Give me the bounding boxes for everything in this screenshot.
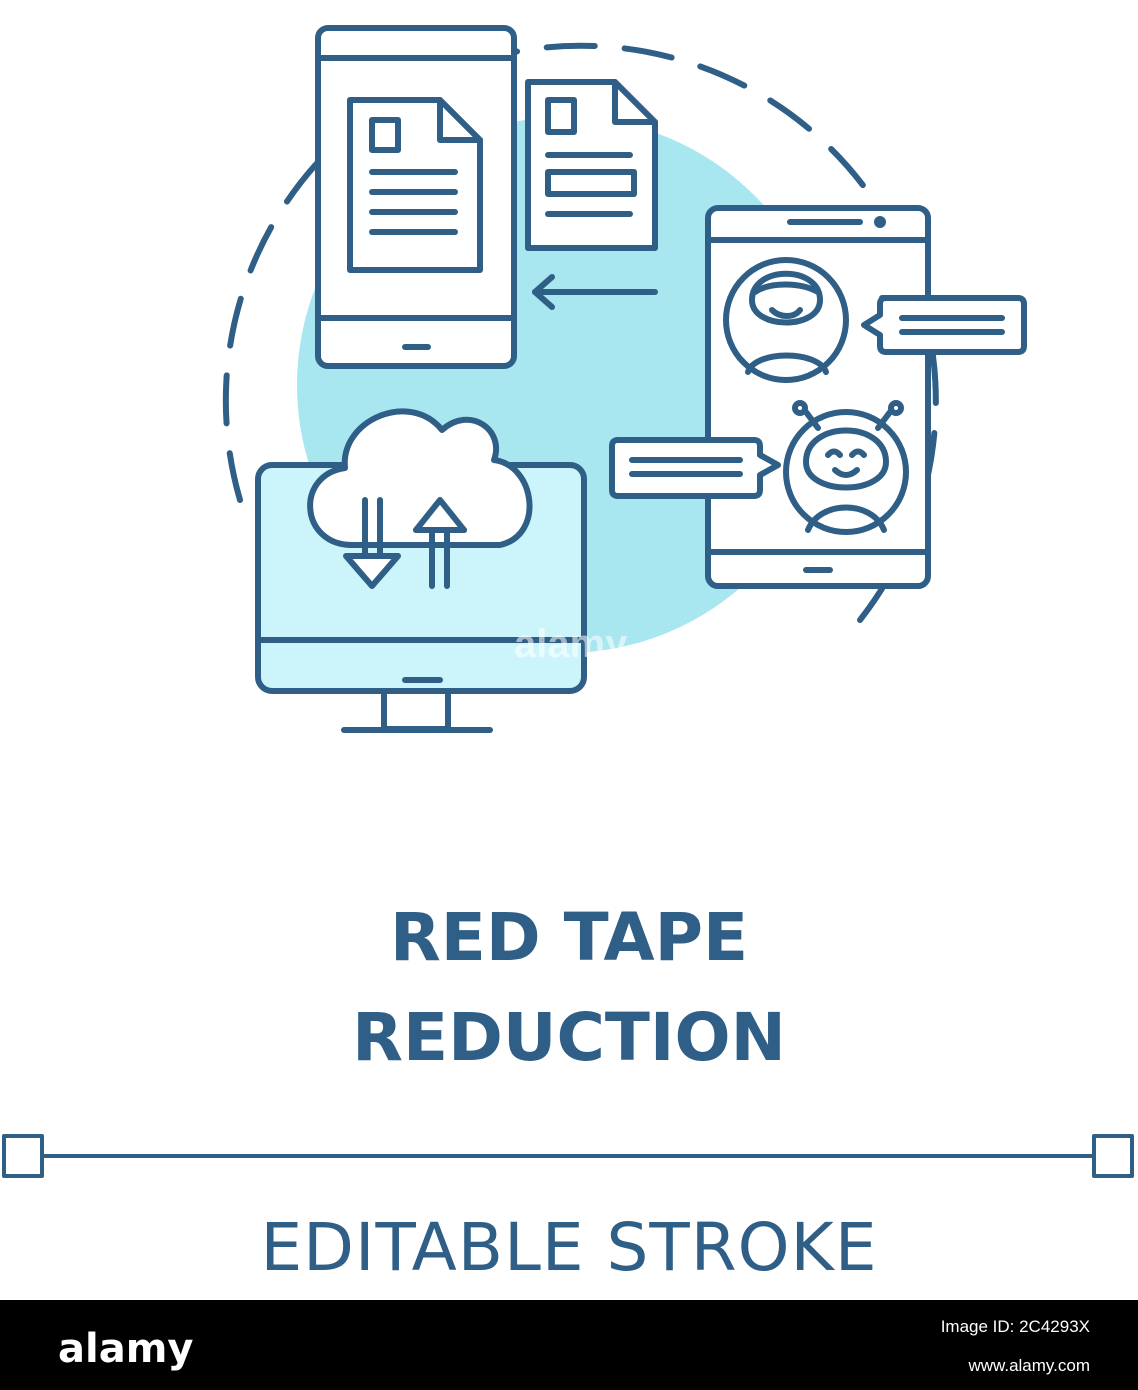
arrow-left-icon: [532, 274, 658, 310]
tablet-icon: [315, 25, 517, 369]
user-avatar-icon: [723, 257, 849, 383]
smartphone-icon: [705, 205, 931, 589]
cloud-sync-icon: [307, 408, 533, 589]
dashed-orbit: [222, 42, 939, 623]
title-line-2: REDUCTION: [352, 999, 786, 1076]
editable-stroke-handle-icon: [2, 1134, 1134, 1178]
footer-bar: alamy Image ID: 2C4293X www.alamy.com: [0, 1300, 1138, 1390]
document-icon: [525, 79, 658, 251]
footer-image-id: Image ID: 2C4293X: [940, 1317, 1090, 1336]
watermark: alamy: [514, 622, 628, 666]
chatbot-icon: [783, 400, 909, 535]
footer-brand-logo: alamy: [58, 1326, 194, 1372]
footer-url: www.alamy.com: [968, 1356, 1090, 1375]
speech-bubble-icon: [609, 437, 781, 499]
title-line-1: RED TAPE: [389, 899, 749, 976]
red-tape-reduction-illustration: [2, 25, 1134, 1178]
speech-bubble-icon: [861, 295, 1027, 355]
subtitle: EDITABLE STROKE: [260, 1209, 878, 1286]
